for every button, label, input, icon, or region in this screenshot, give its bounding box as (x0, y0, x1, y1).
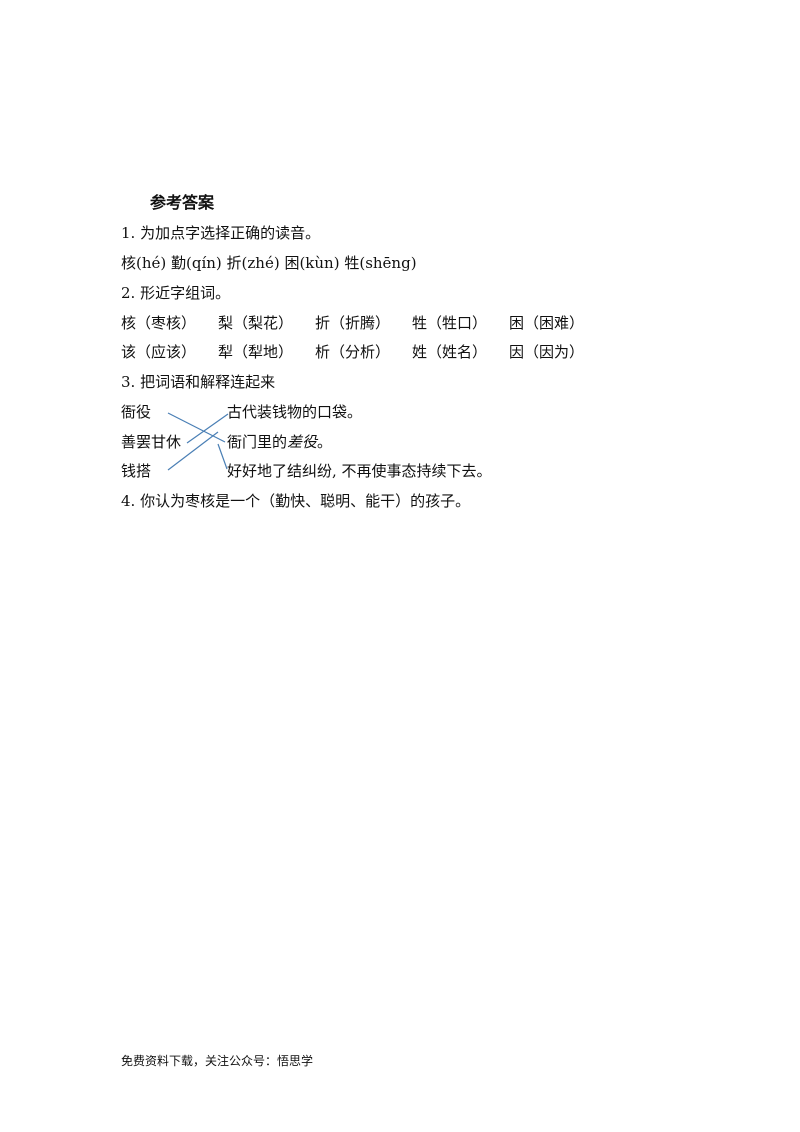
q3-left-item: 钱搭 (121, 462, 152, 480)
connector-line (186, 413, 229, 444)
q2-cell: 折（折腾） (315, 314, 391, 332)
q3-right-text: 。 (317, 433, 333, 451)
q2-cell: 核（枣核） (121, 314, 197, 332)
q3-right-item: 好好地了结纠纷, 不再使事态持续下去。 (227, 462, 492, 480)
q3-heading: 3. 把词语和解释连起来 (121, 373, 276, 391)
q3-right-text: 衙门里的 (227, 433, 288, 451)
q2-cell: 牲（牲口） (412, 314, 488, 332)
q2-cell: 因（因为） (509, 343, 585, 361)
q2-cell: 该（应该） (121, 343, 197, 361)
page-title: 参考答案 (150, 193, 215, 212)
q4-answer: 4. 你认为枣核是一个（勤快、聪明、能干）的孩子。 (121, 492, 471, 510)
footer-note: 免费资料下载，关注公众号：悟思学 (121, 1054, 314, 1068)
q1-answer: 核(hé) 勤(qín) 折(zhé) 困(kùn) 牲(shēng) (121, 254, 417, 272)
q2-cell: 析（分析） (315, 343, 391, 361)
q3-right-item: 古代装钱物的口袋。 (227, 403, 363, 421)
q3-right-italic: 差役 (287, 433, 318, 451)
q2-cell: 犁（犁地） (218, 343, 294, 361)
q3-right-item: 衙门里的差役。 (227, 431, 332, 452)
q2-cell: 姓（姓名） (412, 343, 488, 361)
q3-left-item: 衙役 (121, 403, 152, 421)
q2-cell: 困（困难） (509, 314, 585, 332)
q1-heading: 1. 为加点字选择正确的读音。 (121, 224, 321, 242)
q3-left-item: 善罢甘休 (121, 433, 182, 451)
q2-cell: 梨（梨花） (218, 314, 294, 332)
connector-line (217, 443, 228, 470)
q2-heading: 2. 形近字组词。 (121, 284, 231, 302)
